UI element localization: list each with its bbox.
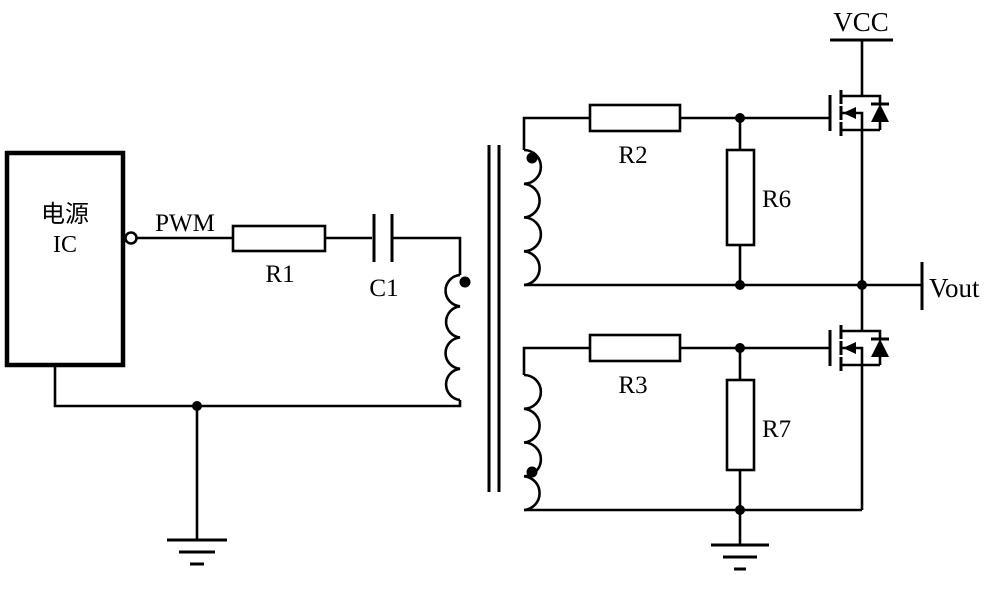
resistor-r2: R2 (588, 103, 682, 169)
resistor-r1: R1 (231, 224, 327, 288)
pwm-output-terminal (124, 231, 138, 245)
capacitor-c1: C1 (369, 214, 399, 302)
junction-dot (857, 280, 867, 290)
resistor-r6-body (725, 148, 756, 247)
mosfet-top (828, 90, 889, 136)
resistor-r2-body (588, 103, 682, 133)
mosfet-bottom-body-diode (862, 329, 889, 367)
power-ic-label-line2: IC (53, 232, 77, 258)
junction-dot (735, 505, 745, 515)
body-diode-leads (862, 94, 882, 132)
ground-symbol-left (167, 538, 227, 566)
junction-dot (735, 280, 745, 290)
transformer-secondary-bottom-winding (523, 373, 543, 512)
body-diode-triangle (871, 339, 889, 357)
power-ic-label-line1: 电源 (41, 201, 89, 228)
transformer-secondary-top-winding (523, 148, 543, 287)
resistor-r6: R6 (725, 148, 791, 247)
pwm-label: PWM (155, 210, 215, 237)
power-ic: 电源 IC (4, 150, 138, 368)
resistor-r3-label: R3 (618, 372, 647, 399)
primary-polarity-dot (459, 276, 471, 288)
resistor-r1-label: R1 (265, 261, 294, 288)
vout-label: Vout (929, 273, 980, 303)
transformer-primary-winding (444, 273, 461, 402)
junction-dot (735, 113, 745, 123)
capacitor-c1-label: C1 (369, 275, 398, 302)
capacitor-c1-plates (372, 214, 394, 262)
resistor-r7: R7 (725, 378, 791, 472)
power-ic-box (4, 150, 126, 368)
resistor-r7-label: R7 (762, 416, 791, 443)
mosfet-top-body-diode (862, 94, 889, 132)
resistor-r1-body (231, 224, 327, 253)
junction-dot (192, 401, 202, 411)
secondary-top-polarity-dot (526, 152, 538, 164)
mosfet-bottom-arrow (843, 342, 856, 354)
junction-dots (192, 113, 867, 515)
transformer (444, 145, 543, 512)
wires (53, 40, 922, 545)
vcc-label: VCC (833, 7, 889, 37)
resistor-r6-label: R6 (762, 186, 791, 213)
resistor-r3-body (588, 333, 682, 363)
resistor-r3: R3 (588, 333, 682, 399)
vcc-terminal: VCC (830, 7, 893, 42)
body-diode-triangle (871, 104, 889, 122)
junction-dot (735, 343, 745, 353)
transformer-core (487, 145, 501, 492)
secondary-bottom-polarity-dot (526, 466, 538, 478)
body-diode-leads (862, 329, 882, 367)
mosfet-top-arrow (843, 107, 856, 119)
mosfet-bottom (828, 325, 889, 371)
resistor-r7-body (725, 378, 756, 472)
resistor-r2-label: R2 (618, 142, 647, 169)
ground-symbol-right (711, 543, 769, 571)
vout-terminal: Vout (920, 262, 980, 310)
